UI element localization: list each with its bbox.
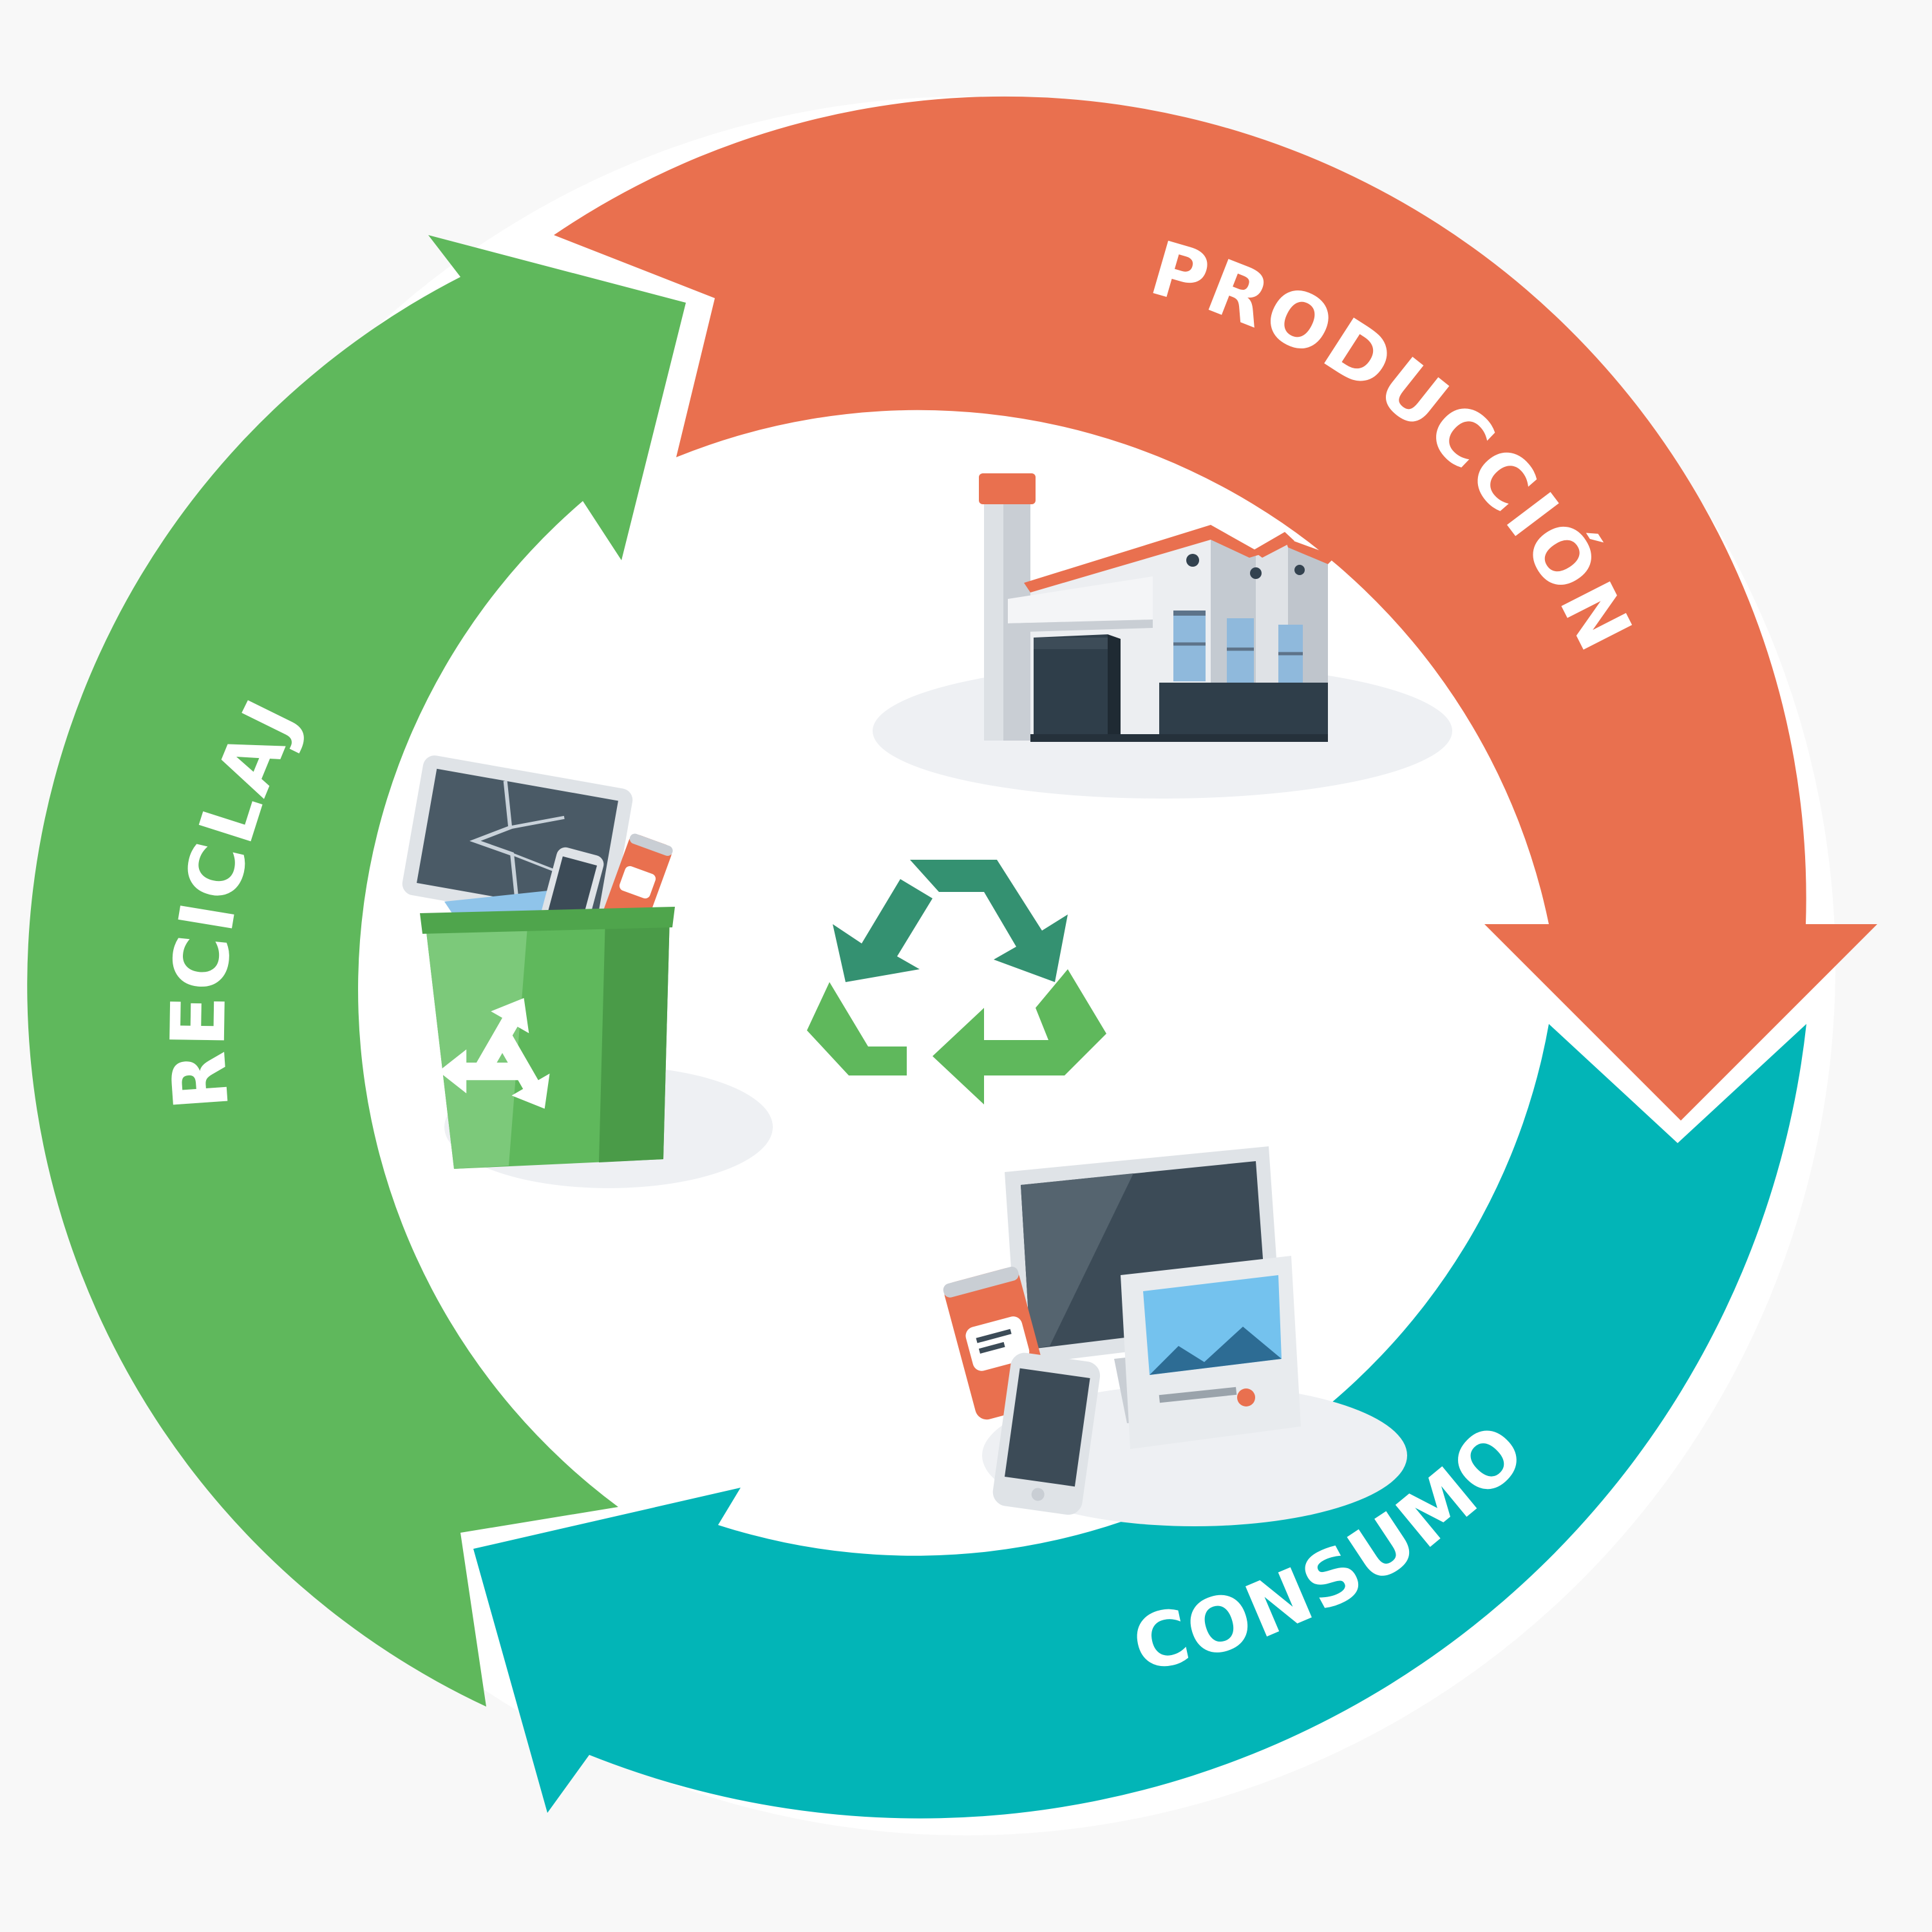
- recycle-bin-icon: [402, 755, 773, 1188]
- consumer-products-icon: [943, 1146, 1407, 1526]
- factory-icon: [873, 473, 1452, 799]
- produccion-arrow: [554, 96, 1877, 1121]
- recycle-symbol-icon: [807, 860, 1106, 1104]
- reciclaje-arrow: [27, 235, 686, 1707]
- consumo-arrow: [473, 1024, 1806, 1819]
